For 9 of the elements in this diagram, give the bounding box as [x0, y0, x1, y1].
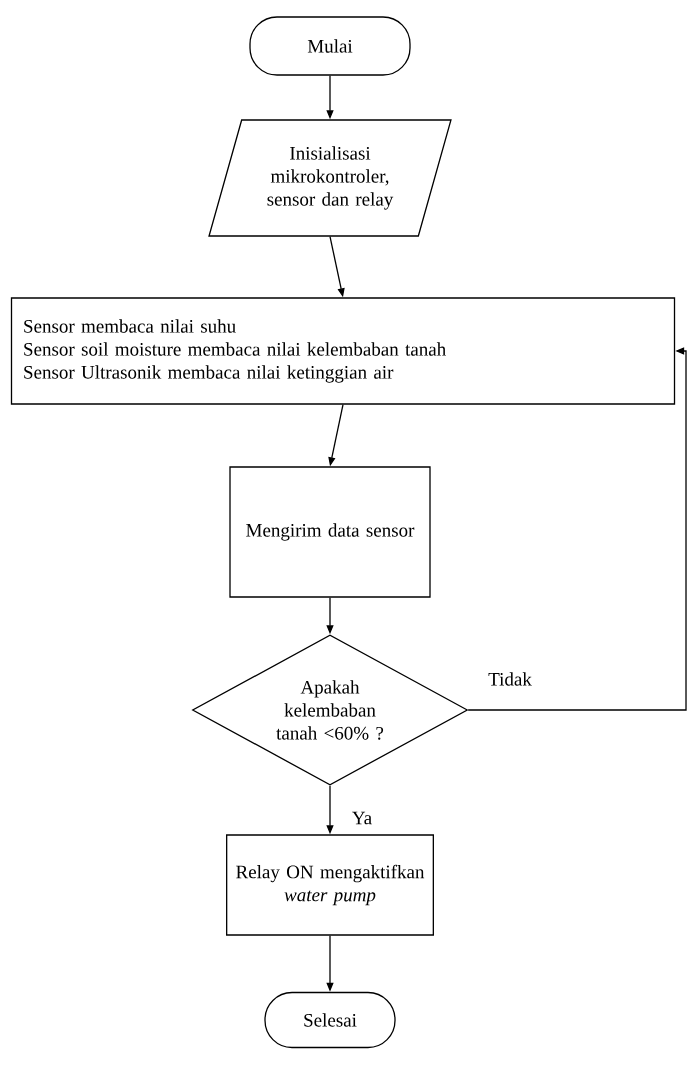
process-box: Sensor membaca nilai suhu Sensor soil moisture membaca nilai kelembaban tanah Sensor Ultrasonik membaca nilai ketinggian air [10, 297, 676, 405]
input-parallelogram: Inisialisasi mikrokontroler, sensor dan relay [208, 119, 452, 237]
process-box: Mengirim data sensor [229, 466, 431, 598]
process-box: Relay ON mengaktifkan water pump [226, 834, 434, 936]
edge-label: Tidak [487, 671, 533, 687]
arrow [467, 347, 687, 711]
end-terminator: Selesai [264, 991, 396, 1049]
start-terminator: Mulai [249, 16, 411, 76]
edge-label: Ya [350, 810, 374, 826]
